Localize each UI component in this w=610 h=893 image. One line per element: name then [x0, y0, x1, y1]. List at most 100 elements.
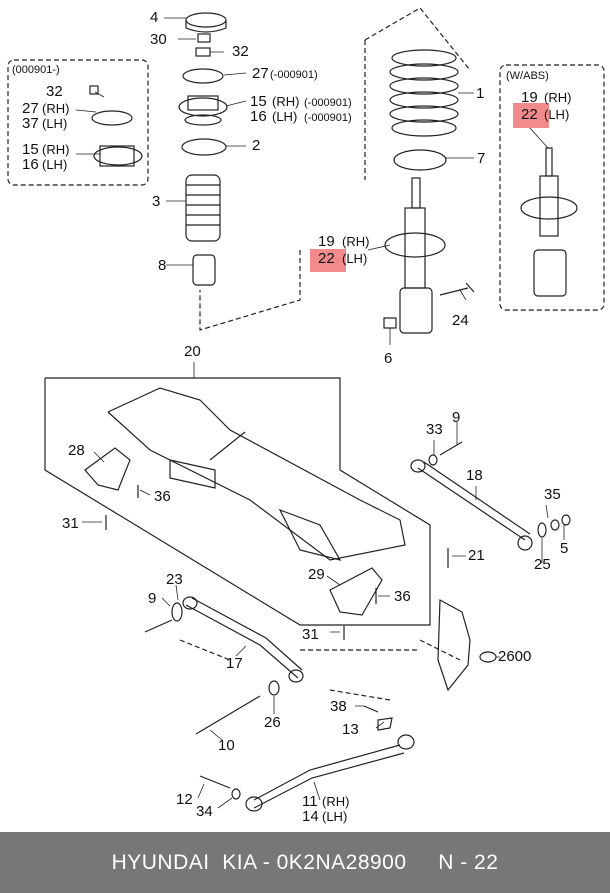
bolt-part-9b: [144, 619, 173, 633]
inset-mount-parts: [89, 85, 143, 167]
crossmember-part: [107, 387, 406, 561]
callout-16-note: (-000901): [304, 112, 352, 124]
callout-12: 12: [176, 791, 193, 808]
highlight-box-22-abs: [513, 103, 549, 128]
callout-25: 25: [534, 556, 551, 573]
callout-36-b: 36: [394, 588, 411, 605]
washer-part: [182, 68, 224, 84]
inset-callout-37-lh: (LH): [42, 116, 68, 131]
callout-9-b: 9: [148, 590, 157, 607]
callout-35: 35: [544, 486, 561, 503]
footer-part-number: HYUNDAI KIA - 0K2NA28900 N - 22: [111, 851, 499, 874]
strut-abs-part: [520, 147, 578, 297]
knuckle-part: [437, 599, 497, 692]
callout-7: 7: [477, 150, 486, 167]
inset-callout-19: 19: [521, 89, 538, 106]
callout-2600: 2600: [498, 648, 532, 665]
inset-box-left: [7, 59, 149, 186]
bolt-part-38: [363, 705, 379, 713]
bracket-part-28: [84, 447, 131, 491]
callout-13: 13: [342, 721, 359, 738]
inset-callout-16: 16: [22, 156, 39, 173]
inset-callout-15-rh: (RH): [42, 142, 70, 157]
inset-callout-27-rh: (RH): [42, 101, 70, 116]
callout-22: 22: [318, 250, 335, 267]
lower-arm-part-17: [182, 596, 304, 683]
bracket-part-29: [329, 567, 383, 616]
nut-part-5: [561, 514, 571, 526]
bolt-part-10: [195, 695, 261, 735]
callout-19: 19: [318, 233, 335, 250]
callout-14: 14: [302, 808, 319, 825]
callout-11-rh: (RH): [322, 794, 350, 809]
callout-15-note: (-000901): [304, 97, 352, 109]
inset-callout-19-rh: (RH): [544, 90, 572, 105]
callout-30: 30: [150, 31, 167, 48]
crossmember-frame: [44, 377, 431, 626]
callout-19-rh: (RH): [342, 234, 370, 249]
spring-pad-part: [393, 149, 447, 171]
bump-stop-part: [192, 254, 216, 286]
callout-31-a: 31: [62, 515, 79, 532]
callout-31-b: 31: [302, 626, 319, 643]
inset-callout-22-lh: (LH): [544, 107, 570, 122]
callout-20: 20: [184, 343, 201, 360]
washer-part-23: [171, 602, 183, 622]
clip-part-13: [377, 717, 393, 731]
coil-spring-part: [389, 49, 459, 137]
link-part-18: [410, 459, 533, 551]
callout-18: 18: [466, 467, 483, 484]
inset-callout-15: 15: [22, 141, 39, 158]
inset-callout-16-lh: (LH): [42, 157, 68, 172]
callout-17: 17: [226, 655, 243, 672]
strut-assembly-part: [384, 177, 446, 334]
callout-11: 11: [302, 793, 318, 810]
washer-part-25: [537, 522, 547, 538]
callout-36-a: 36: [154, 488, 171, 505]
callout-1: 1: [476, 85, 485, 102]
washer-part-33: [428, 454, 438, 466]
inset-left-title: (000901-): [12, 64, 60, 76]
callout-6: 6: [384, 350, 393, 367]
callout-27: 27: [252, 65, 269, 82]
callout-26: 26: [264, 714, 281, 731]
spring-seat-part: [181, 138, 227, 156]
inset-callout-32: 32: [46, 83, 63, 100]
bolt-part-9a: [439, 441, 463, 456]
nut-part: [195, 33, 211, 57]
inset-callout-37: 37: [22, 115, 39, 132]
trailing-arm-part: [245, 734, 415, 812]
inset-box-right: [499, 64, 605, 311]
footer-bar: HYUNDAI KIA - 0K2NA28900 N - 22: [0, 832, 610, 893]
nut-part-6: [383, 317, 397, 329]
washer-part-26: [268, 680, 280, 696]
highlight-box-22-main: [310, 249, 346, 272]
callout-22-lh: (LH): [342, 251, 368, 266]
callout-33: 33: [426, 421, 443, 438]
callout-8: 8: [158, 257, 167, 274]
washer-part-34: [231, 788, 241, 800]
callout-14-lh: (LH): [322, 809, 348, 824]
callout-16-lh: (LH): [272, 109, 298, 124]
callout-16: 16: [250, 108, 267, 125]
callout-9-a: 9: [452, 409, 461, 426]
strut-mount-part: [178, 95, 228, 126]
inset-callout-22: 22: [521, 106, 538, 123]
callout-23: 23: [166, 571, 183, 588]
callout-10: 10: [218, 737, 235, 754]
callout-3: 3: [152, 193, 161, 210]
callout-28: 28: [68, 442, 85, 459]
leader-lines: [75, 17, 565, 809]
lower-arm-guide: [179, 639, 461, 701]
strut-mount-rubber: [185, 12, 227, 33]
callout-34: 34: [196, 803, 213, 820]
inset-right-title: (W/ABS): [506, 70, 549, 82]
exploded-parts-diagram: [7, 7, 605, 812]
dust-boot-part: [185, 174, 221, 242]
nut-part-35: [550, 519, 560, 531]
callout-4: 4: [150, 9, 159, 26]
inset-callout-27: 27: [22, 100, 39, 117]
callout-38: 38: [330, 698, 347, 715]
bolt-part: [439, 282, 475, 296]
callout-15: 15: [250, 93, 267, 110]
